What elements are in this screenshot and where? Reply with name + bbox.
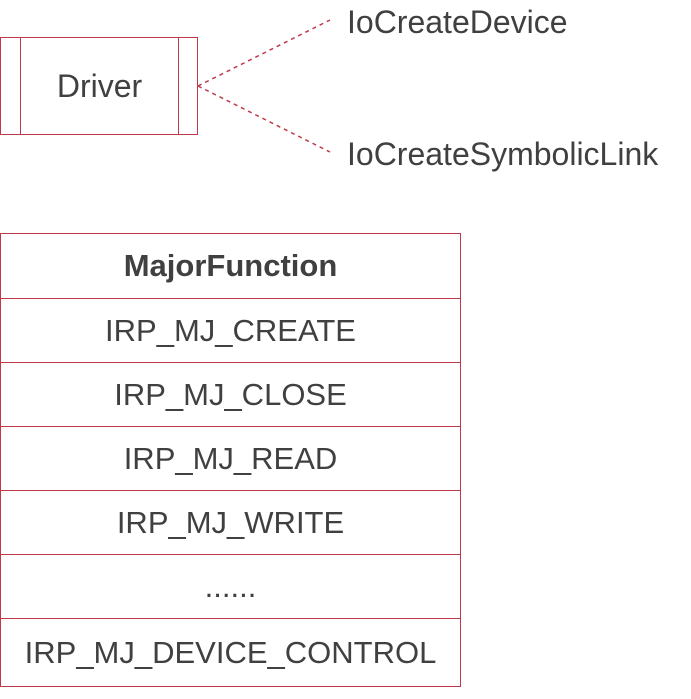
major-function-table: MajorFunction IRP_MJ_CREATE IRP_MJ_CLOSE… xyxy=(0,233,461,687)
table-row-irp-mj-create: IRP_MJ_CREATE xyxy=(1,298,460,362)
driver-node: Driver xyxy=(0,37,198,135)
driver-label: Driver xyxy=(56,67,143,104)
table-row-irp-mj-write: IRP_MJ_WRITE xyxy=(1,490,460,554)
connector-to-iocreatedevice xyxy=(197,19,331,87)
driver-left-bar xyxy=(20,38,21,134)
table-row-ellipsis: ...... xyxy=(1,554,460,618)
driver-right-bar xyxy=(178,38,179,134)
iocreatedevice-label: IoCreateDevice xyxy=(347,4,568,40)
iocreatesymboliclink-label: IoCreateSymbolicLink xyxy=(347,136,659,172)
table-row-irp-mj-close: IRP_MJ_CLOSE xyxy=(1,362,460,426)
table-header: MajorFunction xyxy=(123,248,338,283)
connector-to-iocreatesymboliclink xyxy=(197,85,331,153)
table-row-irp-mj-device-control: IRP_MJ_DEVICE_CONTROL xyxy=(1,618,460,686)
table-row-irp-mj-read: IRP_MJ_READ xyxy=(1,426,460,490)
